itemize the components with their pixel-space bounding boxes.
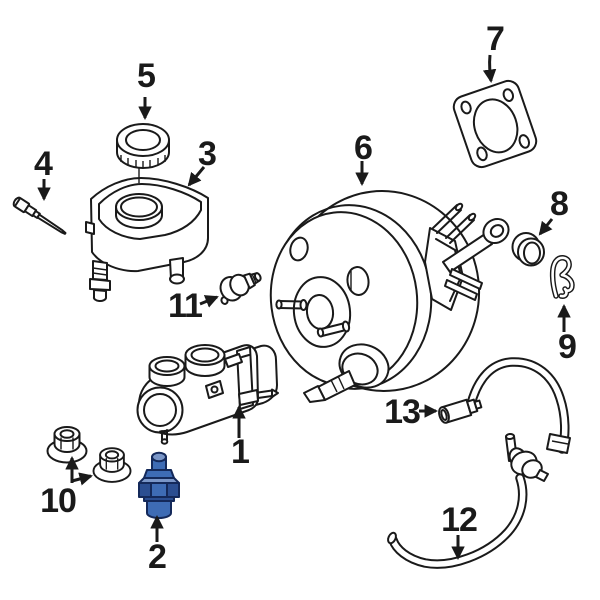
part-10-mounting-nuts[interactable] — [46, 426, 132, 483]
part-12-vacuum-hose[interactable] — [387, 357, 571, 569]
arrow-to-part-3 — [187, 166, 206, 187]
arrow-to-part-11 — [199, 295, 219, 308]
part-7-booster-gasket[interactable] — [451, 78, 539, 170]
part-9-retaining-clip[interactable] — [549, 255, 575, 299]
part-4-sensor-pin[interactable] — [12, 196, 68, 237]
callout-9-label[interactable]: 9 — [558, 328, 577, 366]
callout-13-label[interactable]: 13 — [384, 393, 421, 431]
callout-12-label[interactable]: 12 — [441, 501, 478, 539]
arrow-to-part-8 — [538, 218, 554, 236]
flange-nut-b[interactable] — [92, 447, 132, 483]
callout-2-label[interactable]: 2 — [148, 538, 167, 576]
callout-3-label[interactable]: 3 — [198, 135, 217, 173]
callout-4-label[interactable]: 4 — [34, 145, 53, 183]
part-13-hose-connector[interactable] — [437, 396, 483, 424]
callout-11-label[interactable]: 11 — [168, 287, 203, 325]
callout-7-label[interactable]: 7 — [486, 20, 505, 58]
arrow-to-part-7 — [482, 54, 497, 84]
part-8-grommet[interactable] — [511, 232, 545, 267]
part-1-master-cylinder[interactable] — [136, 344, 279, 445]
part-6-brake-booster[interactable] — [261, 180, 513, 403]
part-3-fluid-reservoir[interactable] — [85, 162, 209, 302]
part-2-pressure-switch-highlighted[interactable] — [138, 451, 180, 519]
part-11-sensor[interactable] — [214, 265, 265, 305]
callout-arrows — [37, 54, 571, 561]
callout-5-label[interactable]: 5 — [137, 57, 156, 95]
part-5-reservoir-cap[interactable] — [116, 123, 170, 169]
flange-nut-a[interactable] — [46, 426, 88, 464]
callout-6-label[interactable]: 6 — [354, 129, 373, 167]
arrow-to-part-10b — [71, 472, 93, 486]
callout-1-label[interactable]: 1 — [231, 433, 250, 471]
callout-8-label[interactable]: 8 — [550, 185, 569, 223]
callout-10-label[interactable]: 10 — [40, 482, 77, 520]
